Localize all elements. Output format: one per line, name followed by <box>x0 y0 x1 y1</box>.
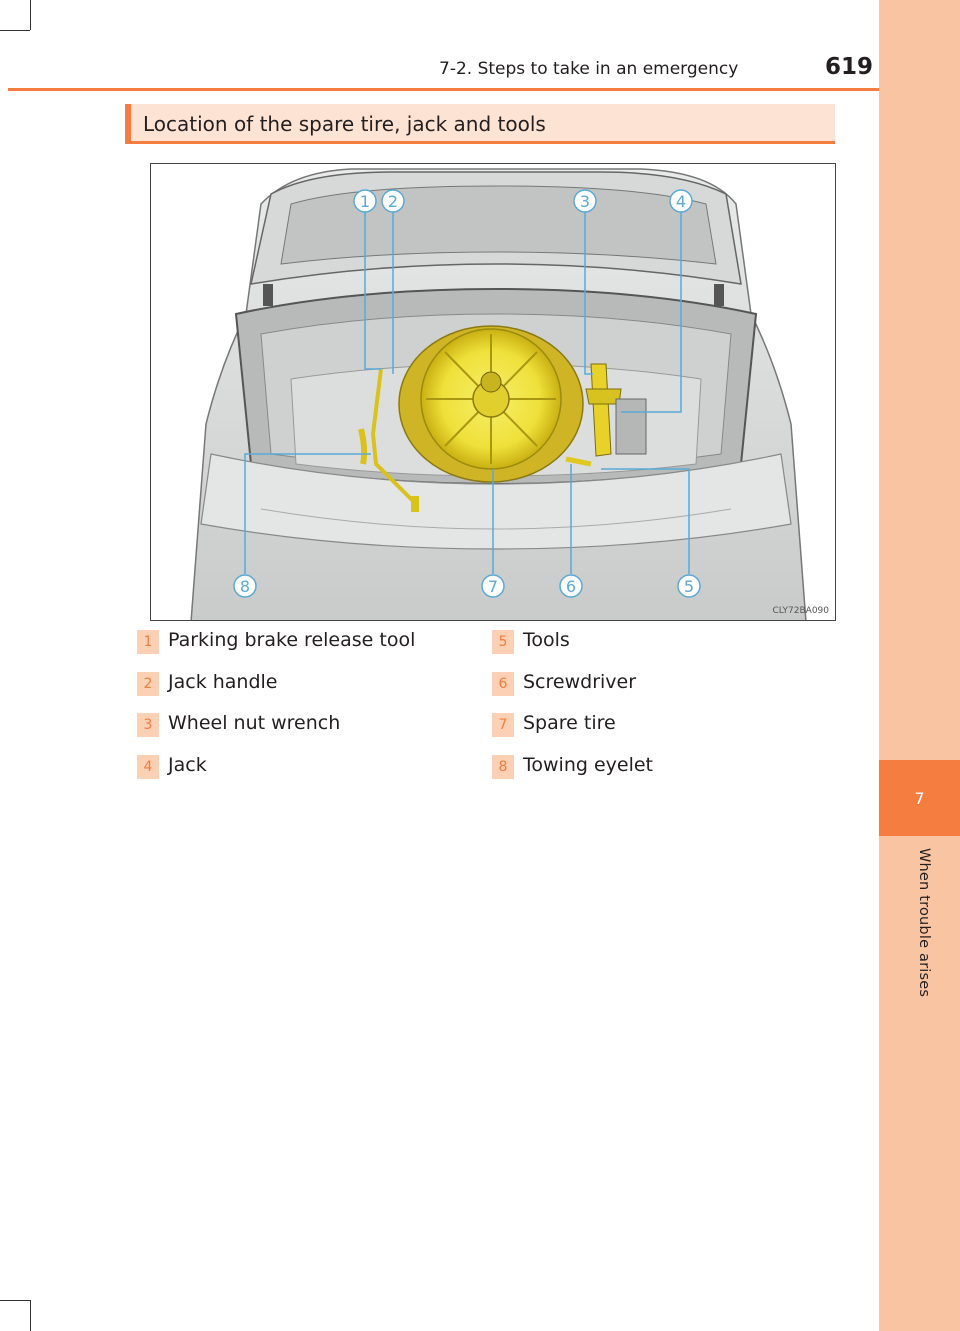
legend-label: Parking brake release tool <box>168 629 416 651</box>
trunk-drawing: 1 2 3 4 5 6 7 8 <box>190 168 807 620</box>
hinge <box>714 284 724 306</box>
legend-label: Spare tire <box>523 712 616 734</box>
image-code: CLY72BA090 <box>772 606 829 616</box>
svg-text:3: 3 <box>580 192 590 211</box>
svg-text:7: 7 <box>488 577 498 596</box>
svg-text:8: 8 <box>240 577 250 596</box>
legend-number: 7 <box>492 713 514 737</box>
callout-2: 2 <box>381 189 405 213</box>
callout-6: 6 <box>559 574 583 598</box>
hinge <box>263 284 273 306</box>
legend-number: 3 <box>137 713 159 737</box>
section-heading: Location of the spare tire, jack and too… <box>125 104 835 144</box>
crop-mark <box>0 30 30 31</box>
callout-5: 5 <box>677 574 701 598</box>
chapter-number: 7 <box>879 760 960 836</box>
svg-text:4: 4 <box>676 192 686 211</box>
svg-text:5: 5 <box>684 577 694 596</box>
running-header: 7-2. Steps to take in an emergency <box>439 59 739 79</box>
svg-text:2: 2 <box>388 192 398 211</box>
legend-label: Towing eyelet <box>523 754 654 776</box>
legend-number: 4 <box>137 755 159 779</box>
callout-1: 1 <box>353 189 377 213</box>
callout-8: 8 <box>233 574 257 598</box>
trunk-illustration: 1 2 3 4 5 6 7 8 CLY72BA090 <box>150 163 836 621</box>
legend-label: Jack handle <box>168 671 278 693</box>
svg-text:1: 1 <box>360 192 370 211</box>
crop-mark <box>30 1300 31 1331</box>
legend-label: Tools <box>523 629 570 651</box>
legend-label: Screwdriver <box>523 671 637 693</box>
chapter-title: When trouble arises <box>916 848 932 998</box>
callout-4: 4 <box>669 189 693 213</box>
legend-number: 1 <box>137 630 159 654</box>
page-number: 619 <box>825 54 874 80</box>
svg-text:6: 6 <box>566 577 576 596</box>
section-title: Location of the spare tire, jack and too… <box>143 112 546 136</box>
legend-label: Jack <box>168 754 207 776</box>
legend-number: 2 <box>137 672 159 696</box>
legend-number: 6 <box>492 672 514 696</box>
crop-mark <box>30 0 31 30</box>
legend-number: 5 <box>492 630 514 654</box>
callout-3: 3 <box>573 189 597 213</box>
chapter-thumb-tab <box>879 0 960 1331</box>
header-rule <box>8 88 879 91</box>
crop-mark <box>0 1300 30 1301</box>
legend-label: Wheel nut wrench <box>168 712 341 734</box>
callout-7: 7 <box>481 574 505 598</box>
legend-number: 8 <box>492 755 514 779</box>
